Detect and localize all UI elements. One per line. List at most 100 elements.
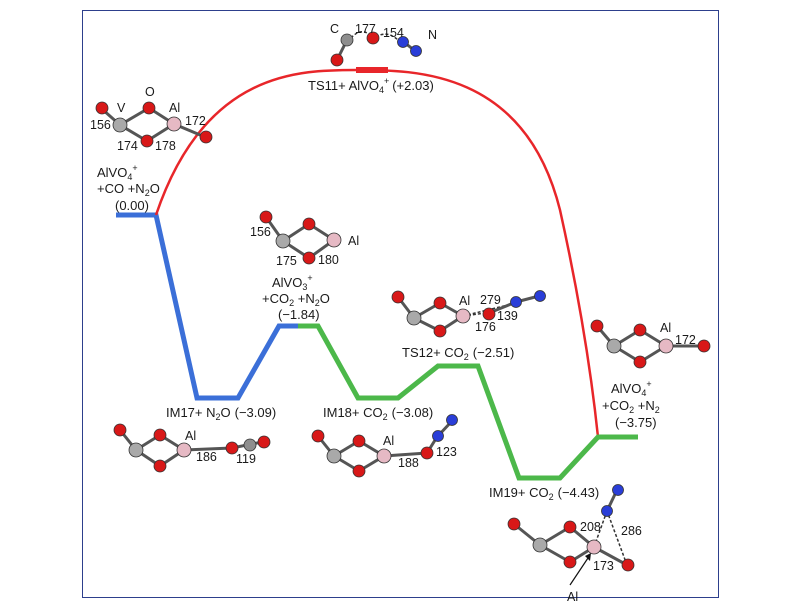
oxygen-atom [257, 435, 271, 449]
bond-length: 286 [621, 524, 642, 538]
product-label-line2: +CO2 +N2 [602, 398, 660, 415]
oxygen-atom [311, 429, 325, 443]
bond-length: 119 [236, 452, 256, 466]
oxygen-atom [352, 464, 366, 478]
bond-length: 156 [250, 225, 271, 239]
bond-length: 279 [480, 293, 501, 307]
ts11-level-bar [356, 67, 388, 73]
oxygen-atom [482, 307, 496, 321]
atom-label-n: N [428, 28, 437, 42]
bond-length: 178 [155, 139, 176, 153]
mid-structure: Al 156 175 180 [250, 210, 359, 268]
vanadium-atom [532, 537, 548, 553]
oxygen-atom [142, 101, 156, 115]
product-label: AlVO4+ [611, 379, 652, 398]
path-reactant-to-im17 [116, 212, 298, 401]
im19-label: IM19+ CO2(−4.43) [489, 485, 599, 502]
oxygen-atom [590, 319, 604, 333]
atom-label-al: Al [185, 429, 196, 443]
aluminum-atom [376, 448, 392, 464]
vanadium-atom [326, 448, 342, 464]
oxygen-atom [153, 428, 167, 442]
bond-length: 139 [497, 309, 518, 323]
bond-length: 175 [276, 254, 297, 268]
bond-length: 176 [475, 320, 496, 334]
vanadium-atom [128, 442, 144, 458]
carbon-atom [243, 438, 257, 452]
atom-label-al: Al [169, 101, 180, 115]
im17-label: IM17+ N2O(−3.09) [166, 405, 276, 422]
oxygen-atom [507, 517, 521, 531]
oxygen-atom [433, 296, 447, 310]
atom-label-al: Al [459, 294, 470, 308]
oxygen-atom [563, 520, 577, 534]
nitrogen-atom [397, 36, 409, 48]
ts11-label: TS11+ AlVO4+(+2.03) [308, 76, 434, 95]
bond-length: 186 [196, 450, 217, 464]
bond-length: 156 [90, 118, 111, 132]
oxygen-atom [259, 210, 273, 224]
reactant-label-line2: +CO +N2O [97, 181, 160, 198]
atom-label-al: Al [567, 590, 578, 604]
ts12-structure: Al 279 176 139 [391, 290, 546, 338]
bond-length: 208 [580, 520, 601, 534]
oxygen-atom [697, 339, 711, 353]
atom-label-c: C [330, 22, 339, 36]
nitrogen-atom [601, 505, 613, 517]
vanadium-atom [606, 338, 622, 354]
bond-length: 177 [355, 22, 376, 36]
oxygen-atom [113, 423, 127, 437]
oxygen-atom [563, 555, 577, 569]
oxygen-atom [95, 101, 109, 115]
bond-length: 174 [117, 139, 138, 153]
oxygen-atom [302, 251, 316, 265]
oxygen-atom [330, 53, 344, 67]
mid-label-line2: +CO2 +N2O [262, 291, 330, 308]
oxygen-atom [199, 130, 213, 144]
aluminum-atom [326, 232, 342, 248]
oxygen-atom [302, 217, 316, 231]
bond-length: 188 [398, 456, 419, 470]
aluminum-atom [658, 338, 674, 354]
im19-structure: Al 208 286 173 [507, 484, 642, 604]
oxygen-atom [391, 290, 405, 304]
nitrogen-atom [534, 290, 546, 302]
aluminum-atom [586, 539, 602, 555]
oxygen-atom [633, 355, 647, 369]
atom-label-v: V [117, 101, 126, 115]
reactant-label: AlVO4+ [97, 163, 138, 182]
oxygen-atom [433, 324, 447, 338]
oxygen-atom [621, 558, 635, 572]
aluminum-atom [455, 308, 471, 324]
nitrogen-atom [432, 430, 444, 442]
aluminum-atom [176, 442, 192, 458]
bond-length: 172 [185, 114, 206, 128]
mid-energy: (−1.84) [278, 307, 320, 322]
reactant-energy: (0.00) [115, 198, 149, 213]
path-ts11-curve [154, 68, 600, 438]
oxygen-atom [225, 441, 239, 455]
bond-length: 173 [593, 559, 614, 573]
mid-label: AlVO3+ [272, 273, 313, 292]
ts11-structure: C 177 154 N [330, 22, 437, 67]
path-co2-branch [298, 323, 638, 481]
atom-label-al: Al [348, 234, 359, 248]
bond-length: 154 [383, 26, 404, 40]
nitrogen-atom [410, 45, 422, 57]
ts12-label: TS12+ CO2(−2.51) [402, 345, 514, 362]
reaction-pathway [116, 67, 638, 481]
bond-length: 172 [675, 333, 696, 347]
reactant-structure: V O Al 156 174 178 172 [90, 85, 213, 153]
oxygen-atom [153, 459, 167, 473]
nitrogen-atom [612, 484, 624, 496]
vanadium-atom [112, 117, 128, 133]
figure-frame [82, 10, 719, 598]
vanadium-atom [275, 233, 291, 249]
aluminum-atom [166, 116, 182, 132]
product-structure: Al 172 [590, 319, 711, 369]
nitrogen-atom [510, 296, 522, 308]
atom-label-al: Al [660, 321, 671, 335]
oxygen-atom [352, 434, 366, 448]
bond-length: 123 [436, 445, 457, 459]
